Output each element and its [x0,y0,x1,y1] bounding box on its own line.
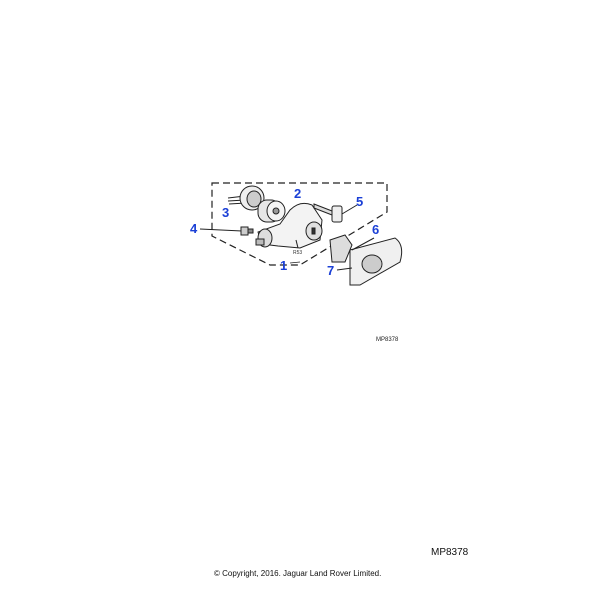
callout-4: 4 [190,221,198,236]
callout-6: 6 [372,222,379,237]
part-5-key[interactable] [313,203,358,223]
callout-3: 3 [222,205,229,220]
figure-ref-small: MP8378 [376,337,399,343]
part-2-ignition-switch[interactable] [257,199,286,223]
part-3-harness-ring[interactable] [227,185,265,211]
part-marking: R53 [293,250,302,256]
callout-2: 2 [294,186,301,201]
assembly-boundary [211,182,388,266]
figure-ref: MP8378 [431,547,469,558]
copyright-notice: © Copyright, 2016. Jaguar Land Rover Lim… [214,569,382,578]
callout-5: 5 [356,194,363,209]
callout-7: 7 [327,263,334,278]
part-1-lock-housing[interactable] [255,202,323,249]
part-6-7-bezel[interactable] [329,234,403,286]
part-4-screw[interactable] [199,226,254,236]
callout-1: 1 [280,258,287,273]
